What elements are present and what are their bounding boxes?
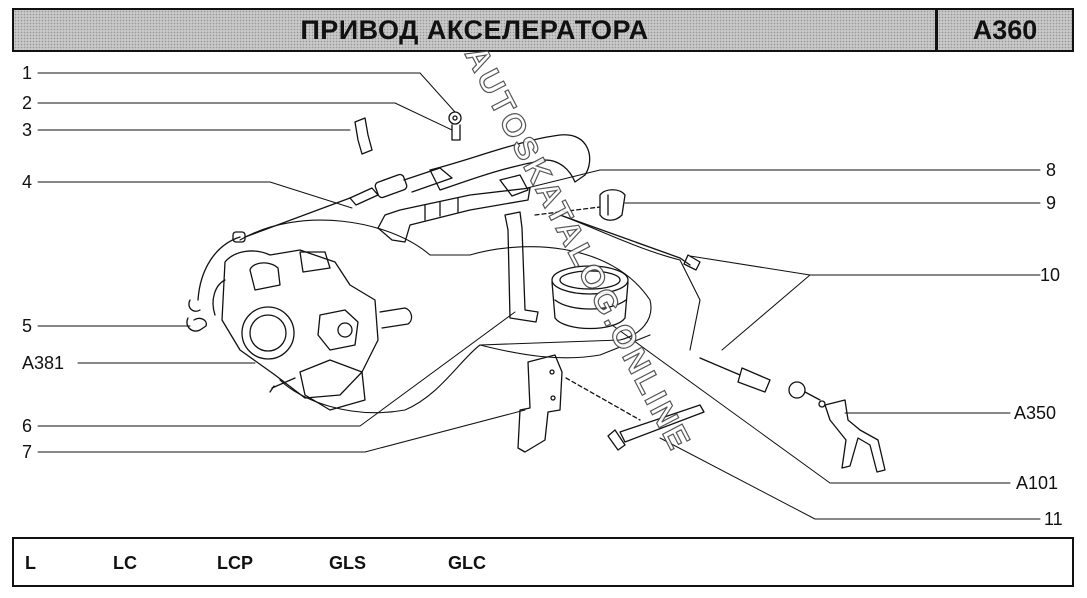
callout-10: 10 bbox=[1040, 265, 1061, 285]
callout-a381: A381 bbox=[22, 353, 65, 373]
section-code: A360 bbox=[972, 14, 1038, 45]
callout-a350: A350 bbox=[1014, 403, 1057, 423]
bracket-part-7 bbox=[517, 354, 641, 453]
trim-label: GLS bbox=[329, 553, 367, 573]
callout-2: 2 bbox=[22, 93, 33, 113]
cable-tie-part-11 bbox=[607, 404, 705, 451]
page-title: ПРИВОД АКСЕЛЕРАТОРА bbox=[14, 10, 938, 50]
callout-a101: A101 bbox=[1016, 473, 1059, 493]
trim-label: LC bbox=[113, 553, 137, 573]
accelerator-cable bbox=[188, 167, 453, 312]
retaining-clip-part-5 bbox=[186, 317, 207, 332]
header-bar: ПРИВОД АКСЕЛЕРАТОРА A360 bbox=[12, 8, 1074, 52]
throttle-body-a381 bbox=[212, 249, 413, 411]
pedal-linkage-a350 bbox=[818, 399, 886, 473]
throttle-cable-10 bbox=[559, 214, 821, 401]
trim-label: GLC bbox=[448, 553, 486, 573]
callout-8: 8 bbox=[1046, 160, 1057, 180]
callout-4: 4 bbox=[22, 172, 33, 192]
callout-1: 1 bbox=[22, 63, 33, 83]
trim-label: LCP bbox=[217, 553, 253, 573]
callout-11: 11 bbox=[1044, 509, 1063, 529]
rubber-sleeve-a101 bbox=[551, 265, 629, 330]
pedal-bracket bbox=[354, 111, 591, 243]
trim-levels-bar: L LC LCP GLS GLC bbox=[12, 537, 1074, 587]
leader-lines-left bbox=[37, 72, 526, 453]
clip-part-9 bbox=[534, 189, 626, 221]
leader-lines-right bbox=[526, 169, 1041, 520]
callout-3: 3 bbox=[22, 120, 33, 140]
bracket-part-6 bbox=[504, 211, 539, 323]
trim-label: L bbox=[25, 553, 36, 573]
callout-7: 7 bbox=[22, 442, 33, 462]
callout-5: 5 bbox=[22, 316, 33, 336]
callout-9: 9 bbox=[1046, 193, 1057, 213]
callout-6: 6 bbox=[22, 416, 33, 436]
